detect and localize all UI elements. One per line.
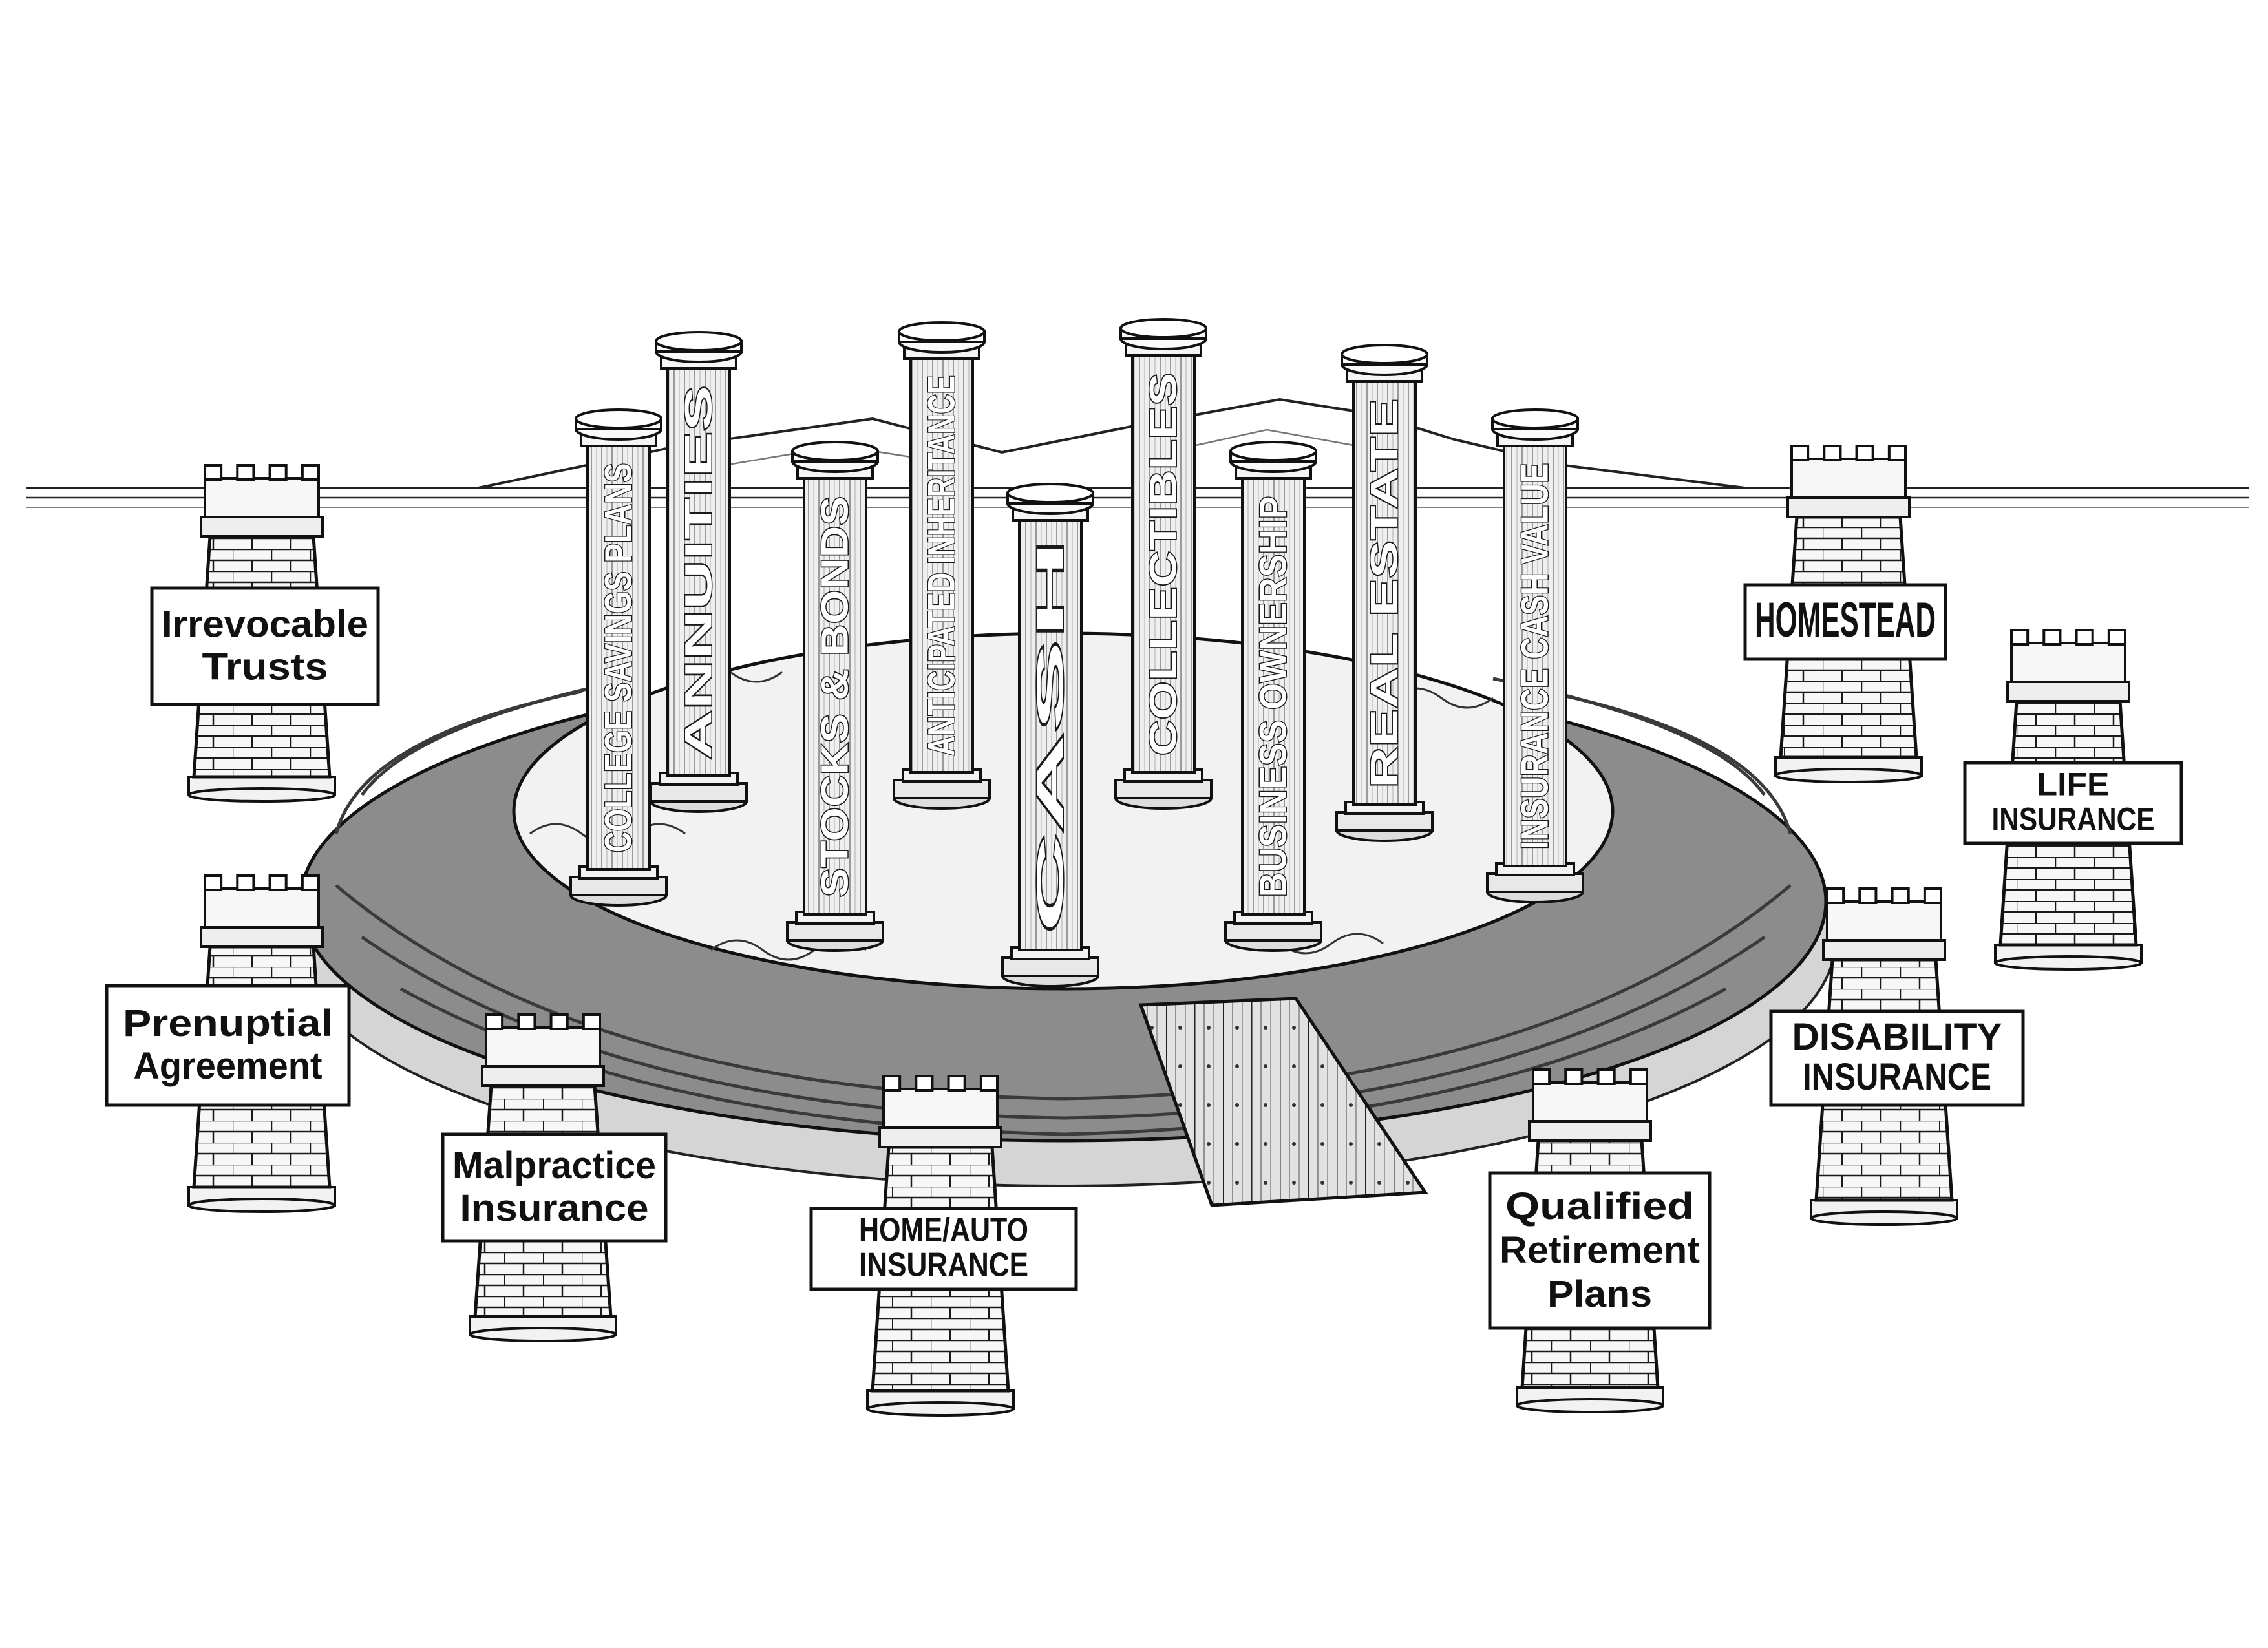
pillar-label: STOCKS & BONDS xyxy=(814,496,856,897)
sign-board xyxy=(1488,1171,1712,1330)
towers: HOMESTEADIrrevocableTrustsLIFEINSURANCEP… xyxy=(105,445,2183,1417)
sign-board xyxy=(1743,583,1947,661)
tower-sign-line: Plans xyxy=(1547,1273,1652,1315)
pillar-business-ownership: BUSINESS OWNERSHIP xyxy=(1224,441,1322,952)
tower-sign-line: Irrevocable xyxy=(162,603,368,645)
pillar-label: COLLEGE SAVINGS PLANS xyxy=(598,463,640,852)
pillar-label: INSURANCE CASH VALUE xyxy=(1514,463,1556,849)
pillar-anticipated-inheritance: ANTICIPATED INHERITANCE xyxy=(893,321,991,810)
tower-sign-line: Qualified xyxy=(1505,1185,1694,1227)
sign-board xyxy=(441,1132,668,1243)
tower-sign-line: HOME/AUTO xyxy=(859,1212,1028,1249)
pillars: ANNUITIES ANTICIPATED INHERITANCE COLLECTI… xyxy=(569,318,1584,988)
sign-board xyxy=(1769,1009,2025,1107)
sign-board xyxy=(1963,761,2183,845)
pillar-college-savings-plans: COLLEGE SAVINGS PLANS xyxy=(569,408,668,907)
tower-sign-line: INSURANCE xyxy=(1992,801,2155,838)
tower-sign-line: DISABILITY xyxy=(1792,1016,2002,1058)
tower-sign-line: Retirement xyxy=(1500,1229,1700,1271)
pillar-real-estate: REAL ESTATE xyxy=(1335,344,1434,842)
pillar-insurance-cash-value: INSURANCE CASH VALUE xyxy=(1486,408,1584,903)
pillar-label: ANTICIPATED INHERITANCE xyxy=(921,375,963,756)
drawbridge-icon xyxy=(1138,997,1428,1207)
pillar-label: ANNUITIES xyxy=(678,385,720,759)
pillar-label: CASH xyxy=(1030,538,1072,933)
tower-sign-line: Agreement xyxy=(134,1045,323,1087)
pillar-collectibles: COLLECTIBLES xyxy=(1114,318,1213,810)
tower-sign-line: Malpractice xyxy=(452,1145,656,1187)
tower-sign-line: LIFE xyxy=(2037,766,2110,803)
tower-sign-line: Prenuptial xyxy=(123,1002,333,1044)
pillar-label: COLLECTIBLES xyxy=(1143,372,1185,755)
pillar-stocks-bonds: STOCKS & BONDS xyxy=(786,441,884,952)
sign-board xyxy=(150,586,380,706)
pillar-cash: CASH xyxy=(1001,483,1099,988)
pillar-label: BUSINESS OWNERSHIP xyxy=(1253,496,1295,897)
tower-sign-line: Trusts xyxy=(202,646,328,688)
tower-sign-line: INSURANCE xyxy=(1803,1056,1991,1098)
sign-board xyxy=(105,984,351,1107)
pillar-label: REAL ESTATE xyxy=(1364,398,1406,788)
tower-sign-line: HOMESTEAD xyxy=(1755,593,1936,648)
sign-board xyxy=(809,1207,1078,1291)
pillar-annuities: ANNUITIES xyxy=(650,331,748,813)
tower-homestead: HOMESTEAD xyxy=(1743,445,1947,783)
tower-sign-line: INSURANCE xyxy=(859,1247,1028,1284)
tower-sign-line: Insurance xyxy=(460,1187,649,1229)
